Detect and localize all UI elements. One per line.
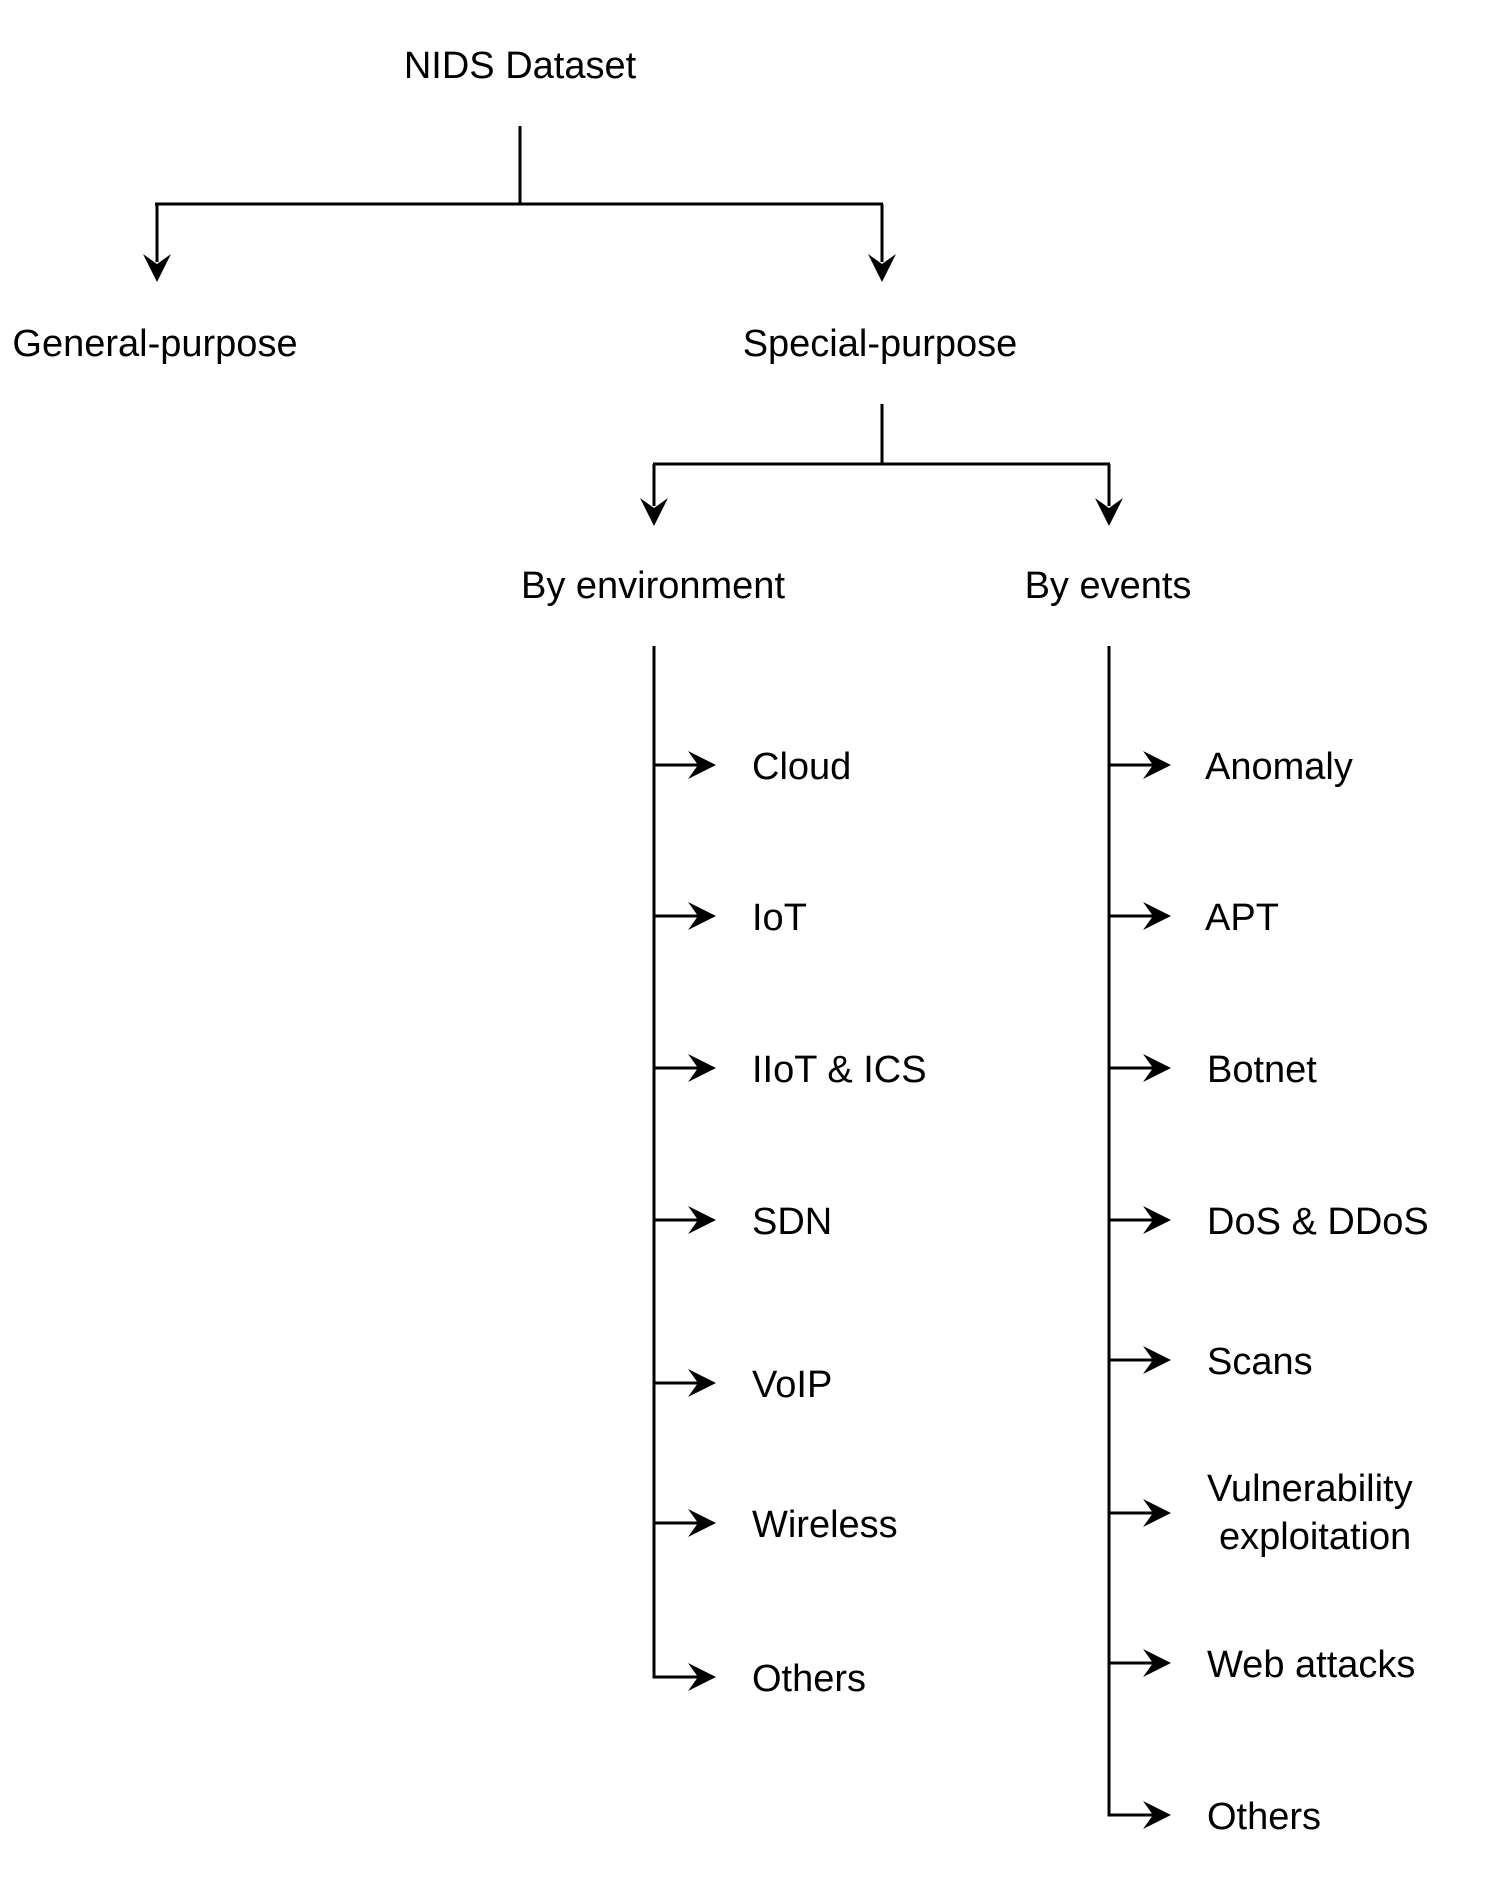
events-item-others: Others bbox=[1207, 1796, 1321, 1838]
root-connector bbox=[143, 126, 896, 282]
arrow-right-icon bbox=[1143, 1649, 1171, 1677]
arrow-down-icon bbox=[143, 254, 171, 282]
arrow-right-icon bbox=[1143, 1346, 1171, 1374]
special-purpose-label: Special-purpose bbox=[743, 323, 1018, 365]
events-item-exploitation: exploitation bbox=[1219, 1516, 1411, 1558]
events-item-anomaly: Anomaly bbox=[1205, 746, 1353, 788]
arrow-right-icon bbox=[1143, 1801, 1171, 1829]
environment-item-iot: IoT bbox=[752, 897, 807, 939]
arrow-right-icon bbox=[688, 1663, 716, 1691]
root-label: NIDS Dataset bbox=[404, 45, 637, 87]
events-item-vulnerability: Vulnerability bbox=[1207, 1468, 1413, 1510]
by-events-label: By events bbox=[1025, 565, 1192, 607]
events-item-dos-ddos: DoS & DDoS bbox=[1207, 1201, 1429, 1243]
events-item-scans: Scans bbox=[1207, 1341, 1313, 1383]
events-item-web-attacks: Web attacks bbox=[1207, 1644, 1415, 1686]
events-item-apt: APT bbox=[1205, 897, 1279, 939]
arrow-right-icon bbox=[1143, 902, 1171, 930]
arrow-right-icon bbox=[1143, 1206, 1171, 1234]
arrow-right-icon bbox=[688, 1206, 716, 1234]
arrow-down-icon bbox=[640, 498, 668, 526]
by-environment-label: By environment bbox=[521, 565, 785, 607]
environment-branch: Cloud IoT IIoT & ICS SDN VoIP Wireless O… bbox=[652, 646, 927, 1700]
environment-item-others: Others bbox=[752, 1658, 866, 1700]
arrow-right-icon bbox=[688, 1509, 716, 1537]
arrow-right-icon bbox=[688, 1369, 716, 1397]
environment-item-voip: VoIP bbox=[752, 1364, 832, 1406]
arrow-down-icon bbox=[1095, 498, 1123, 526]
environment-item-iiot-ics: IIoT & ICS bbox=[752, 1049, 927, 1091]
events-item-botnet: Botnet bbox=[1207, 1049, 1317, 1091]
arrow-right-icon bbox=[688, 751, 716, 779]
environment-item-wireless: Wireless bbox=[752, 1504, 898, 1546]
environment-item-sdn: SDN bbox=[752, 1201, 832, 1243]
events-branch: Anomaly APT Botnet DoS & DDoS Scans Vuln… bbox=[1107, 646, 1429, 1838]
general-purpose-label: General-purpose bbox=[12, 323, 297, 365]
arrow-right-icon bbox=[688, 902, 716, 930]
environment-item-cloud: Cloud bbox=[752, 746, 851, 788]
arrow-right-icon bbox=[688, 1054, 716, 1082]
arrow-right-icon bbox=[1143, 751, 1171, 779]
arrow-right-icon bbox=[1143, 1054, 1171, 1082]
arrow-down-icon bbox=[868, 254, 896, 282]
special-purpose-connector bbox=[640, 404, 1123, 526]
arrow-right-icon bbox=[1143, 1499, 1171, 1527]
